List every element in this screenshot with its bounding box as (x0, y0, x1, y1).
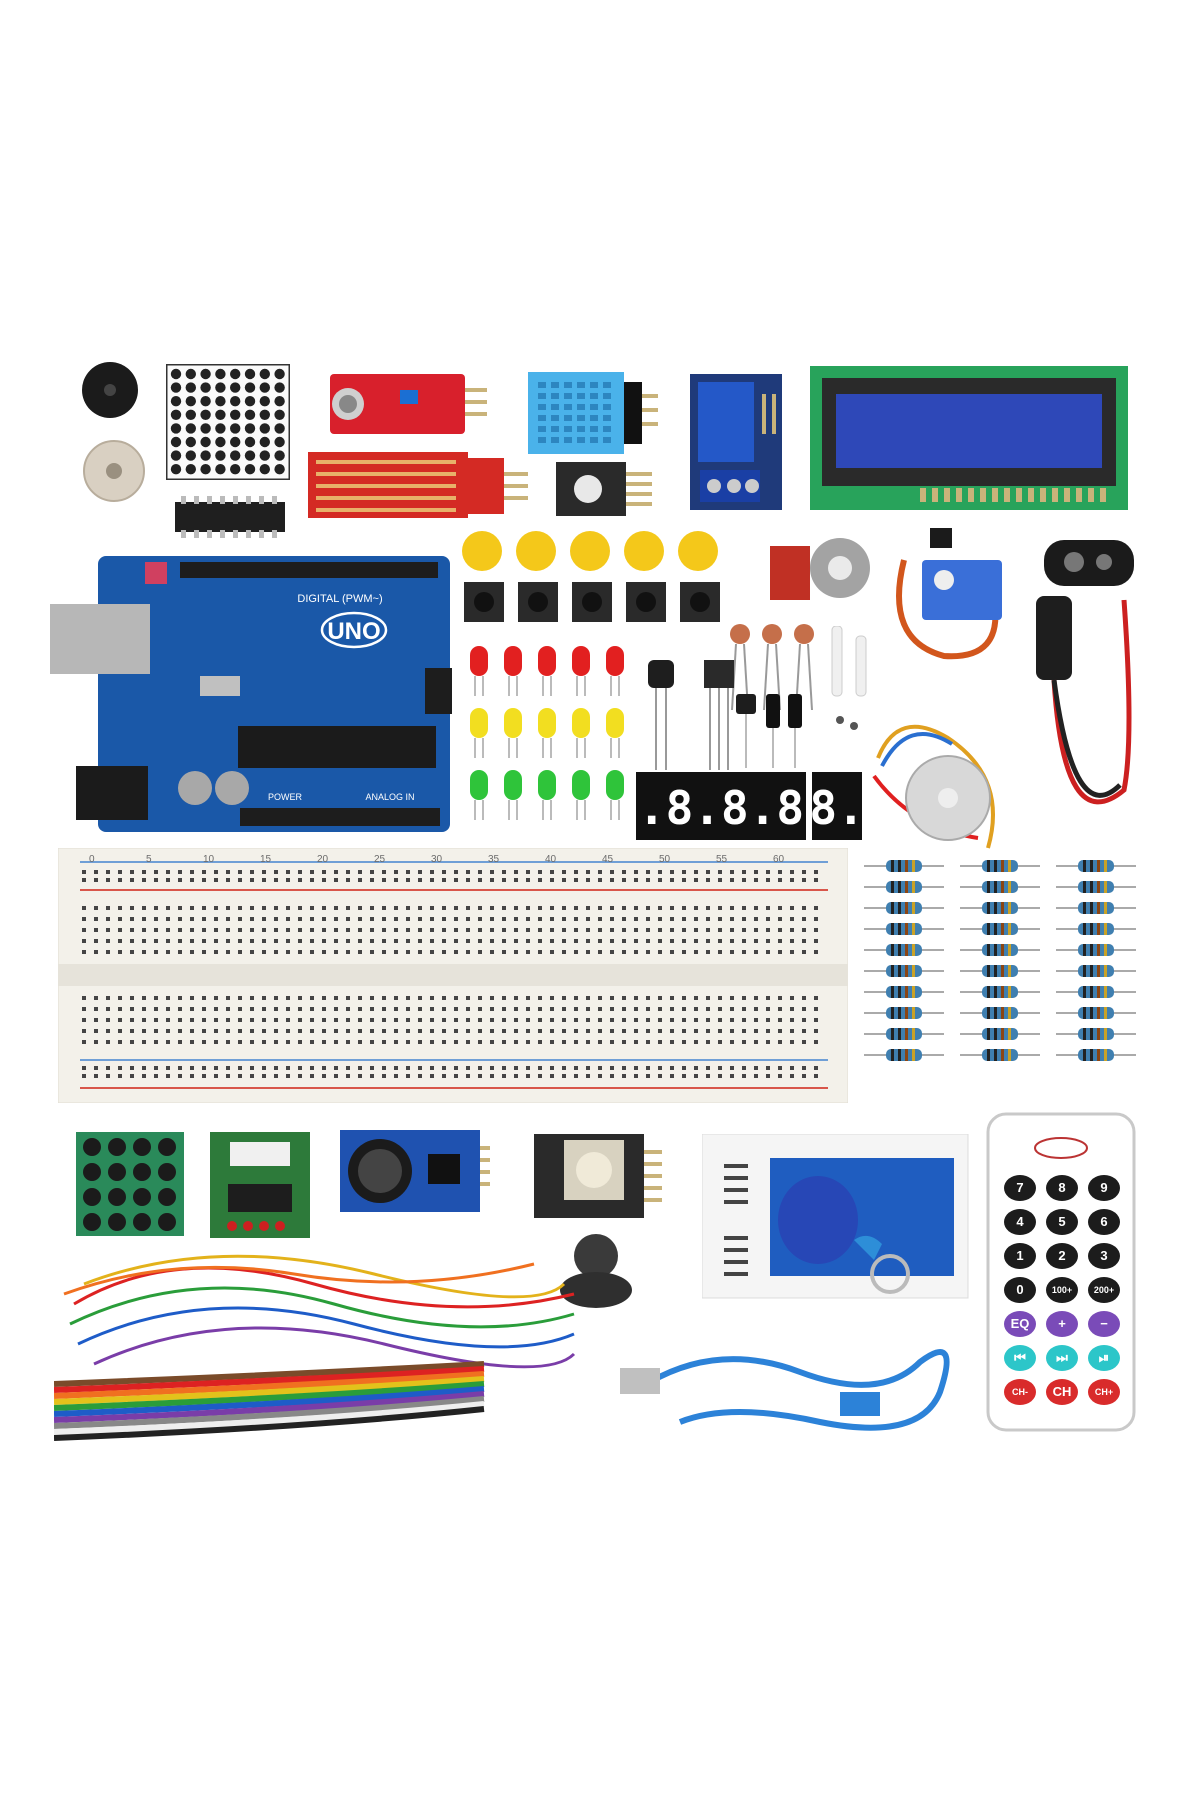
led-dot-matrix (166, 364, 290, 480)
transistor-and-caps (736, 694, 816, 774)
bb-num-30: 30 (431, 854, 443, 865)
active-buzzer (80, 360, 140, 420)
battery-clip (1024, 540, 1144, 840)
bb-num-15: 15 (260, 854, 272, 865)
remote-button-3: 4 (1016, 1214, 1024, 1229)
remote-button-16: ⏭ (1056, 1350, 1068, 1365)
remote-button-4: 5 (1058, 1214, 1066, 1229)
joystick-module (534, 1134, 664, 1218)
remote-button-15: ⏮ (1014, 1350, 1026, 1365)
lcd-1602-display (810, 366, 1128, 510)
remote-button-18: CH- (1012, 1387, 1028, 1397)
remote-button-grid: 7 8 9 4 5 6 1 2 3 0 100+ 200+ EQ + − ⏮ ⏭ ⏯ CH- CH CH+ (986, 1112, 1136, 1432)
bb-num-40: 40 (545, 854, 557, 865)
sound-sensor-module (330, 370, 490, 440)
pushbutton-caps (460, 530, 720, 572)
ir-remote (986, 1112, 1136, 1432)
bb-num-35: 35 (488, 854, 500, 865)
uno-digital-label: DIGITAL (PWM~) (297, 593, 382, 605)
bb-num-45: 45 (602, 854, 614, 865)
bb-num-60: 60 (773, 854, 785, 865)
breadboard-top-numbers: 0 5 10 15 20 25 30 35 40 45 50 55 60 (58, 854, 848, 868)
bb-num-5: 5 (146, 854, 152, 865)
usb-cable (620, 1332, 980, 1452)
servo-motor (884, 520, 1014, 660)
potentiometer (770, 530, 880, 606)
remote-button-7: 2 (1058, 1248, 1066, 1263)
remote-button-20: CH+ (1094, 1387, 1114, 1397)
bb-num-10: 10 (203, 854, 215, 865)
water-level-sensor (308, 452, 530, 524)
bb-num-25: 25 (374, 854, 386, 865)
seven-segment-1digit: 8. (812, 772, 862, 840)
remote-button-6: 1 (1016, 1248, 1024, 1263)
remote-button-11: 200+ (1093, 1285, 1115, 1295)
membrane-keypad (76, 1132, 184, 1236)
bb-num-50: 50 (659, 854, 671, 865)
rfid-module (702, 1134, 974, 1304)
seven-segment-1digit-text: 8. (812, 781, 862, 835)
relay-module (690, 374, 790, 510)
remote-button-5: 6 (1100, 1214, 1108, 1229)
uno-power-label: POWER (268, 792, 303, 802)
joystick-cap (556, 1232, 636, 1310)
seven-segment-4digit-text: 8.8.8.8. (636, 781, 806, 835)
seven-segment-4digit: 8.8.8.8. (636, 772, 806, 840)
uno-logo: UNO (327, 618, 380, 645)
remote-button-2: 9 (1100, 1180, 1108, 1195)
remote-button-13: + (1058, 1316, 1066, 1331)
remote-button-0: 7 (1016, 1180, 1024, 1195)
temperature-humidity-sensor (528, 372, 658, 454)
resistor-set (864, 854, 1154, 1069)
ir-receiver (648, 660, 758, 780)
remote-button-12: EQ (1010, 1316, 1030, 1331)
passive-buzzer (78, 438, 150, 504)
stepper-motor (868, 718, 1018, 868)
tactile-switches (460, 578, 740, 628)
remote-button-1: 8 (1058, 1180, 1066, 1195)
remote-button-9: 0 (1016, 1282, 1024, 1297)
bb-num-55: 55 (716, 854, 728, 865)
remote-button-8: 3 (1100, 1248, 1108, 1263)
remote-button-14: − (1100, 1316, 1108, 1331)
stepper-driver-board (210, 1132, 310, 1238)
remote-button-19: CH (1052, 1384, 1072, 1399)
rgb-led-module (556, 462, 656, 516)
shift-register-chip (175, 496, 285, 538)
remote-button-17: ⏯ (1098, 1350, 1110, 1365)
jumper-wires (54, 1244, 584, 1459)
breadboard (58, 848, 848, 1103)
bb-num-20: 20 (317, 854, 329, 865)
uno-analog-label: ANALOG IN (365, 792, 414, 802)
led-set (462, 640, 642, 830)
servo-horns (820, 626, 880, 736)
arduino-uno-board: UNO DIGITAL (PWM~) POWER ANALOG IN (50, 556, 452, 836)
bb-num-0: 0 (89, 854, 95, 865)
rtc-module (340, 1130, 492, 1212)
remote-button-10: 100+ (1051, 1285, 1073, 1295)
